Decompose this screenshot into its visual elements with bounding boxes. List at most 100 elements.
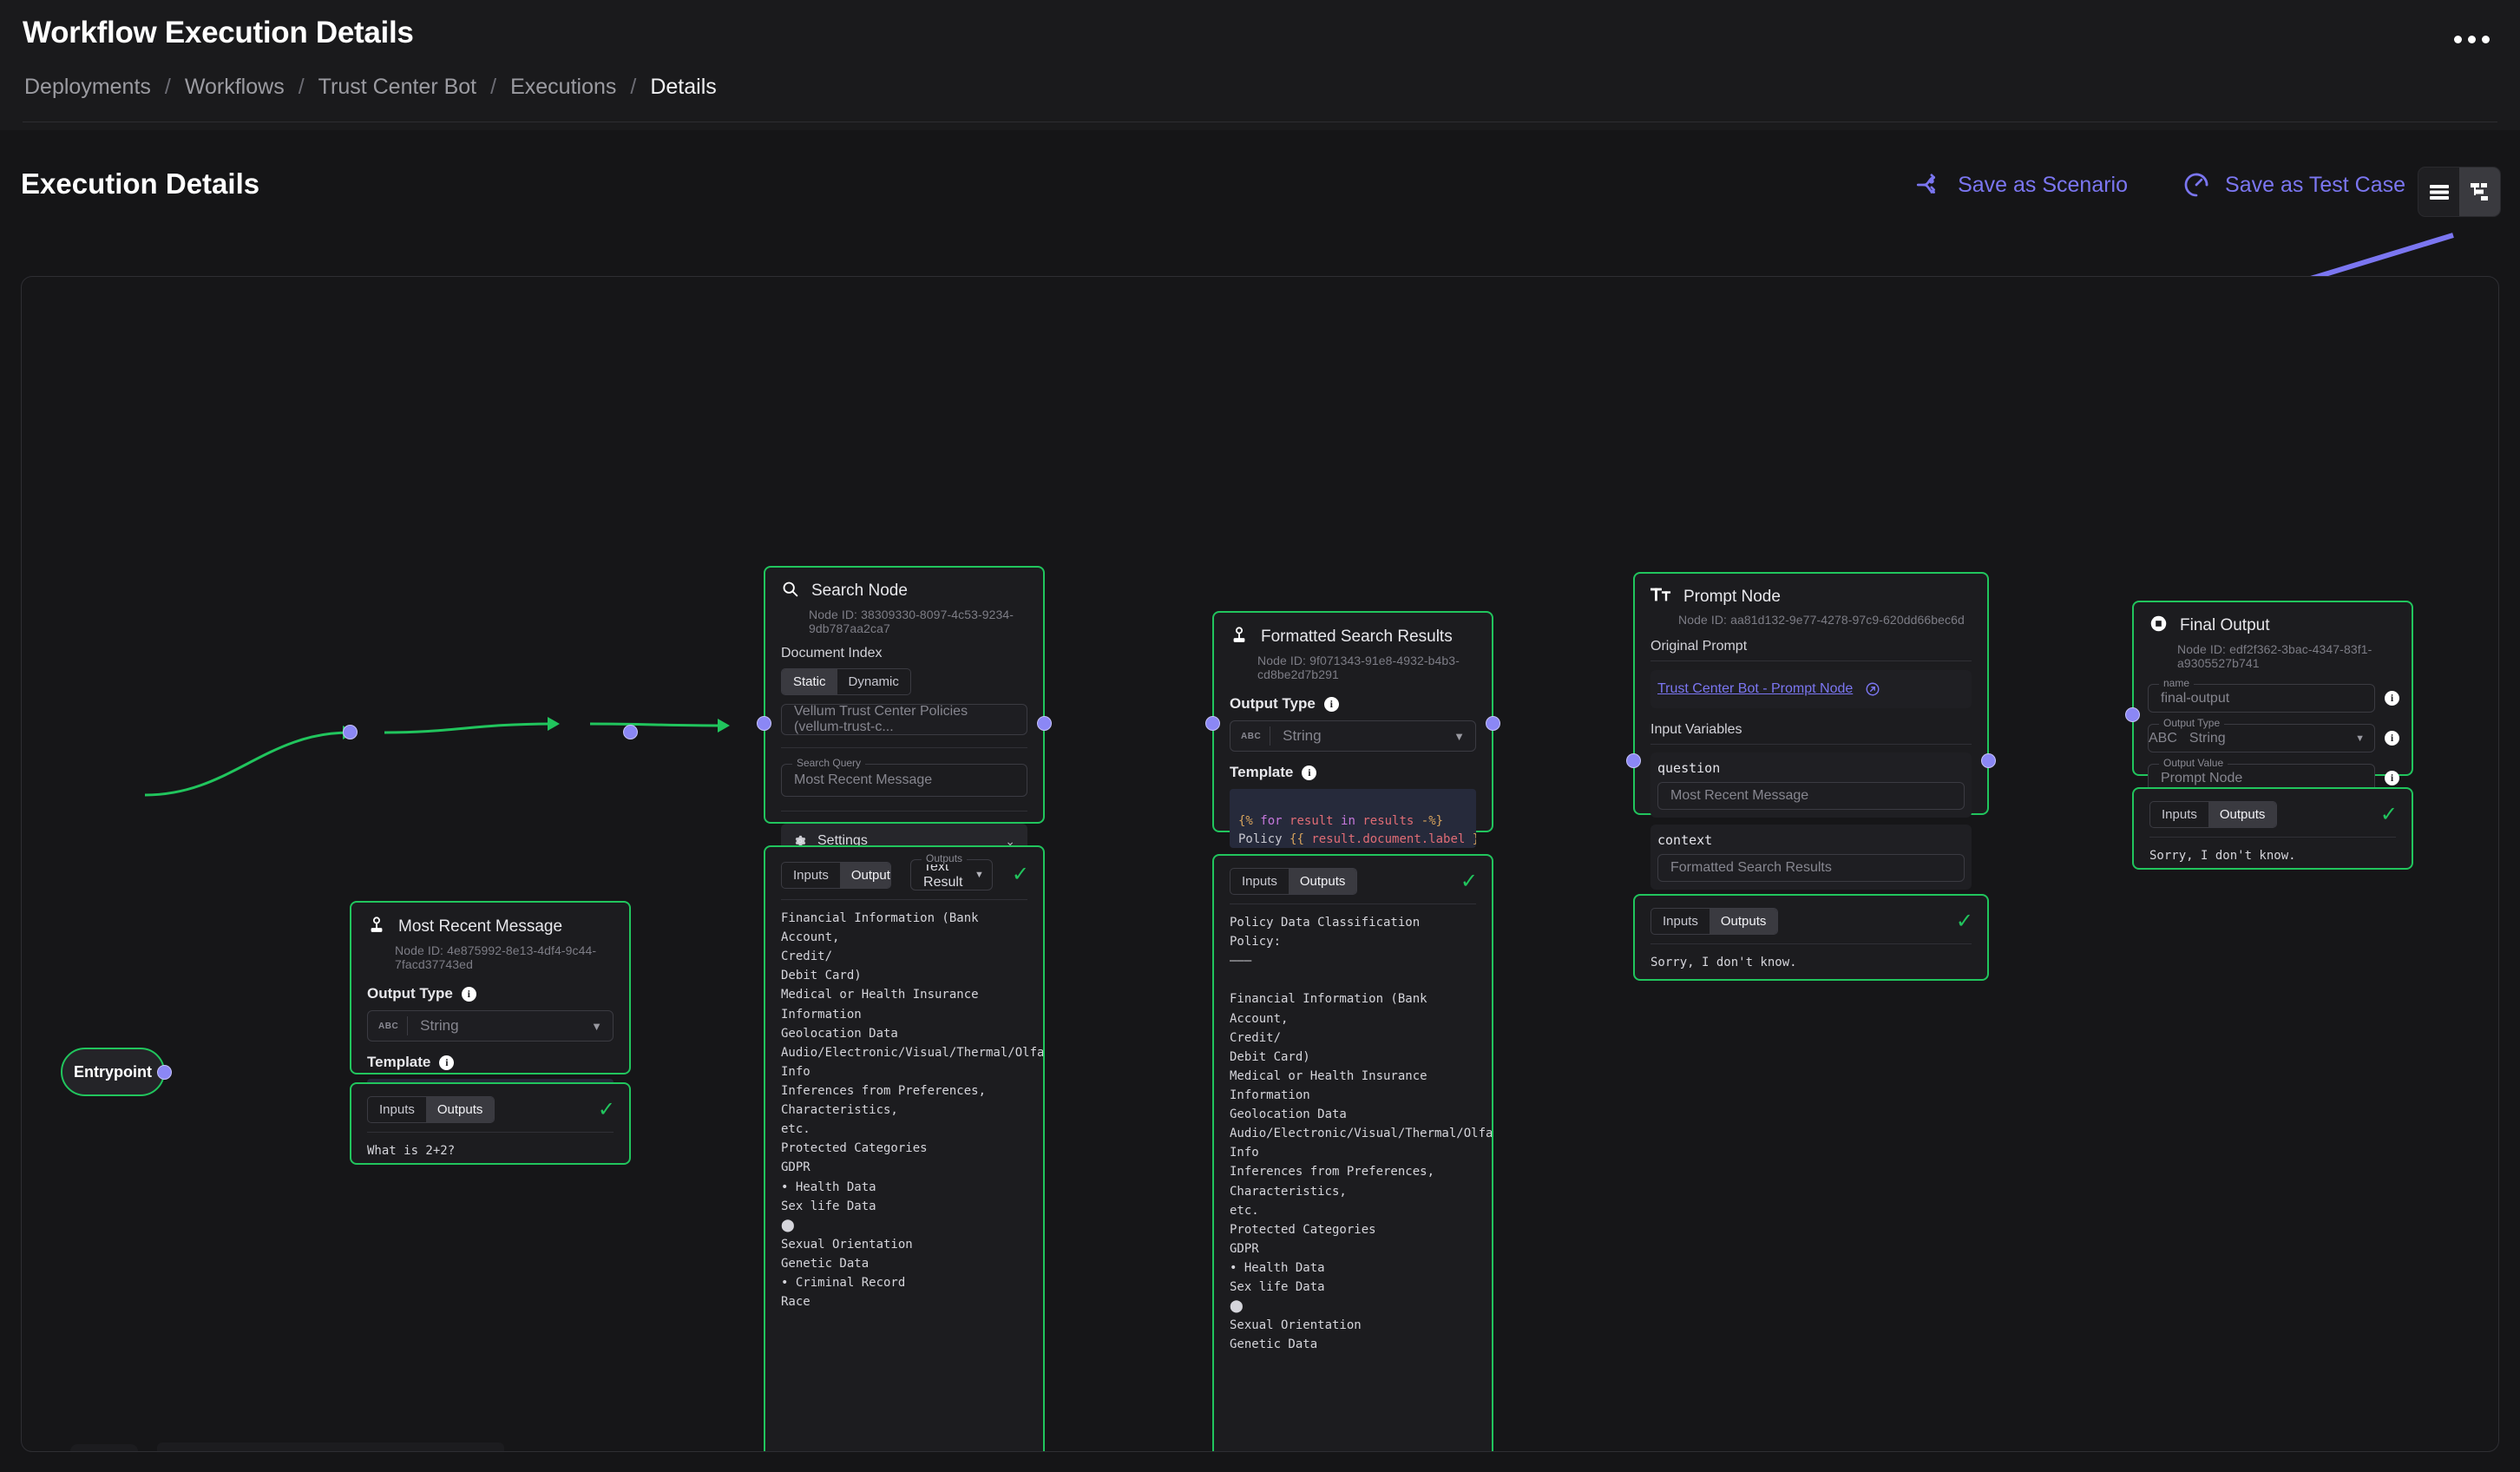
output-panel-formatted-search-results[interactable]: Inputs Outputs ✓ Policy Data Classificat… xyxy=(1212,854,1493,1451)
io-tabs: Inputs Outputs xyxy=(1230,868,1358,895)
info-icon[interactable]: i xyxy=(1302,765,1317,780)
output-panel-search[interactable]: Inputs Outputs Outputs Text Result ▼ ✓ F… xyxy=(764,845,1045,1451)
output-panel-most-recent-message[interactable]: Inputs Outputs ✓ What is 2+2? xyxy=(350,1082,631,1165)
save-as-test-case-button[interactable]: Save as Test Case xyxy=(2182,170,2405,200)
node-output-port[interactable] xyxy=(1486,716,1500,731)
final-output-icon xyxy=(2149,614,2168,637)
variable-value-input[interactable]: Formatted Search Results xyxy=(1657,854,1965,882)
breadcrumb-item-executions[interactable]: Executions xyxy=(510,75,617,99)
tab-outputs[interactable]: Outputs xyxy=(425,1097,495,1122)
success-check-icon: ✓ xyxy=(1955,909,1973,933)
canvas-minimap[interactable] xyxy=(157,1442,504,1451)
output-type-select[interactable]: ABC String ▼ xyxy=(367,1010,614,1042)
template-label: Template i xyxy=(1230,764,1476,781)
breadcrumb: Deployments / Workflows / Trust Center B… xyxy=(23,75,719,100)
entrypoint-node[interactable]: Entrypoint xyxy=(61,1048,165,1096)
node-input-port[interactable] xyxy=(757,716,771,731)
info-icon[interactable]: i xyxy=(461,986,476,1002)
entrypoint-output-port[interactable] xyxy=(157,1065,172,1080)
tab-inputs[interactable]: Inputs xyxy=(2162,807,2197,822)
output-text: Financial Information (Bank Account, Cre… xyxy=(781,911,1043,1310)
search-query-field[interactable]: Search Query Most Recent Message xyxy=(781,757,1027,797)
success-check-icon: ✓ xyxy=(1011,863,1029,886)
node-input-port[interactable] xyxy=(2125,707,2140,722)
outputs-select[interactable]: Outputs Text Result ▼ xyxy=(910,852,993,890)
tab-inputs[interactable]: Inputs xyxy=(793,867,829,883)
node-id: Node ID: aa81d132-9e77-4278-97c9-620dd66… xyxy=(1635,608,1987,627)
breadcrumb-item-details[interactable]: Details xyxy=(650,75,717,99)
node-id-label: Node ID: xyxy=(1678,613,1728,627)
node-id: Node ID: 9f071343-91e8-4932-b4b3-cd8be2d… xyxy=(1214,648,1492,681)
tab-outputs[interactable]: Outputs xyxy=(839,862,891,888)
app-header: Workflow Execution Details Deployments /… xyxy=(0,0,2520,130)
output-type-select[interactable]: ABC String ▼ xyxy=(1230,720,1476,752)
info-icon[interactable]: i xyxy=(2385,691,2399,706)
tab-outputs[interactable]: Outputs xyxy=(1709,909,1778,934)
tab-inputs[interactable]: Inputs xyxy=(1663,914,1698,929)
variable-name: question xyxy=(1657,760,1721,776)
tab-outputs[interactable]: Outputs xyxy=(2208,802,2277,827)
panel-toolbar: Inputs Outputs ✓ xyxy=(2134,789,2412,837)
output-text: Policy Data Classification Policy: ——— F… xyxy=(1230,916,1492,1352)
node-input-port[interactable] xyxy=(1626,753,1641,768)
graph-view-icon[interactable] xyxy=(2459,168,2500,216)
tab-outputs[interactable]: Outputs xyxy=(1288,869,1357,894)
template-code[interactable]: {% for result in results -%} Policy {{ r… xyxy=(1230,789,1476,848)
chevron-down-icon: ⌄ xyxy=(1005,833,1015,848)
original-prompt-box[interactable]: Trust Center Bot - Prompt Node xyxy=(1650,670,1972,708)
save-as-scenario-button[interactable]: Save as Scenario xyxy=(1914,170,2128,200)
search-query-value: Most Recent Message xyxy=(794,772,933,787)
breadcrumb-item-trust-center-bot[interactable]: Trust Center Bot xyxy=(318,75,477,99)
breadcrumb-item-workflows[interactable]: Workflows xyxy=(184,75,285,99)
node-prompt[interactable]: Prompt Node Node ID: aa81d132-9e77-4278-… xyxy=(1633,572,1989,890)
node-output-port[interactable] xyxy=(623,725,638,739)
node-most-recent-message[interactable]: Most Recent Message Node ID: 4e875992-8e… xyxy=(350,901,631,1144)
panel-toolbar: Inputs Outputs Outputs Text Result ▼ ✓ xyxy=(765,847,1043,899)
field-legend: Output Type xyxy=(2159,717,2225,729)
prompt-link[interactable]: Trust Center Bot - Prompt Node xyxy=(1657,681,1854,696)
document-index-input[interactable]: Vellum Trust Center Policies (vellum-tru… xyxy=(781,704,1027,735)
field-value: String xyxy=(2189,730,2226,746)
output-panel-prompt[interactable]: Inputs Outputs ✓ Sorry, I don't know. xyxy=(1633,894,1989,981)
canvas-controls xyxy=(70,1444,138,1451)
index-mode-dynamic[interactable]: Dynamic xyxy=(848,674,899,689)
output-text: What is 2+2? xyxy=(367,1144,456,1158)
node-final-output[interactable]: Final Output Node ID: edf2f362-3bac-4347… xyxy=(2132,601,2413,792)
workflow-canvas[interactable]: Entrypoint Most Recent Message Node ID: … xyxy=(21,276,2499,1452)
action-bar: Save as Scenario Save as Test Case xyxy=(1914,170,2405,200)
output-panel-final-output[interactable]: Inputs Outputs ✓ Sorry, I don't know. xyxy=(2132,787,2413,870)
save-as-test-case-label: Save as Test Case xyxy=(2225,172,2405,197)
output-type-value: String xyxy=(420,1017,459,1034)
node-header: Formatted Search Results xyxy=(1214,613,1492,648)
breadcrumb-item-deployments[interactable]: Deployments xyxy=(24,75,151,99)
node-id-label: Node ID: xyxy=(2177,642,2227,656)
node-output-port[interactable] xyxy=(1981,753,1996,768)
more-horizontal-icon[interactable] xyxy=(2445,24,2497,54)
variable-value-input[interactable]: Most Recent Message xyxy=(1657,782,1965,810)
final-output-type-field[interactable]: Output Type ABC String ▼ xyxy=(2148,717,2375,752)
info-icon[interactable]: i xyxy=(2385,771,2399,785)
abc-icon: ABC xyxy=(2149,730,2177,746)
final-output-name-field[interactable]: name final-output xyxy=(2148,677,2375,713)
external-link-icon[interactable] xyxy=(1865,681,1880,697)
input-variable-question: question Most Recent Message xyxy=(1650,752,1972,818)
index-mode-static[interactable]: Static xyxy=(782,669,837,694)
input-variables-label: Input Variables xyxy=(1650,722,1742,737)
list-view-icon[interactable] xyxy=(2418,168,2459,216)
node-input-port[interactable] xyxy=(1205,716,1220,731)
tab-inputs[interactable]: Inputs xyxy=(379,1102,415,1117)
info-icon[interactable]: i xyxy=(439,1055,455,1070)
node-formatted-search-results[interactable]: Formatted Search Results Node ID: 9f0713… xyxy=(1212,611,1493,848)
info-icon[interactable]: i xyxy=(2385,731,2399,746)
chevron-down-icon: ▼ xyxy=(975,870,984,880)
node-search[interactable]: Search Node Node ID: 38309330-8097-4c53-… xyxy=(764,566,1045,858)
info-icon[interactable]: i xyxy=(1323,696,1339,712)
node-output-port[interactable] xyxy=(1037,716,1052,731)
io-tabs: Inputs Outputs xyxy=(1650,908,1779,935)
text-format-icon xyxy=(1650,586,1671,608)
node-header: Most Recent Message xyxy=(351,903,629,938)
tab-inputs[interactable]: Inputs xyxy=(1242,874,1277,889)
node-input-port[interactable] xyxy=(343,725,358,739)
node-id-label: Node ID: xyxy=(395,943,444,957)
